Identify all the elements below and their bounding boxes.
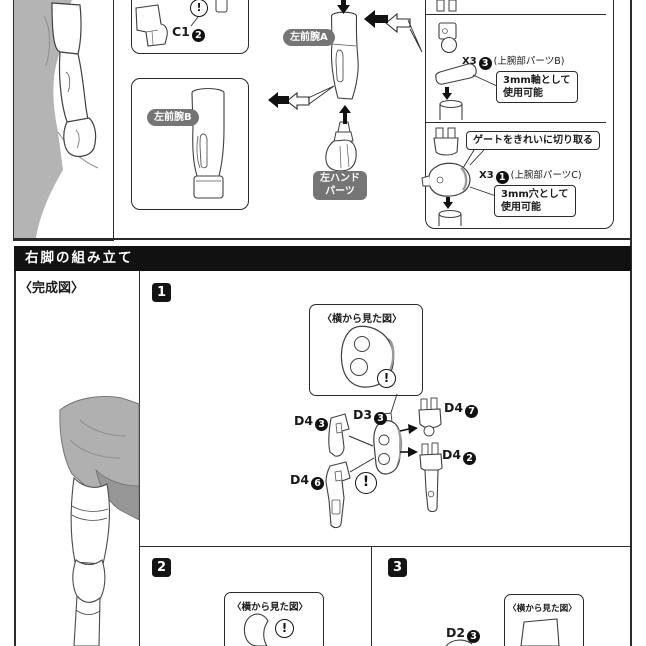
left-forearm-a-drawing [330,11,359,100]
part-code: D4 [290,472,310,487]
hole-note-callout: 3mm穴として 使用可能 [494,185,576,217]
step2-side-view-label: 〈横から見た図〉 [232,602,309,613]
part-number-circle: 3 [315,418,329,431]
completed-right-leg-drawing [59,396,140,646]
part-code: C1 [172,24,190,39]
hand-badge-line2: パーツ [325,185,355,197]
forearm-a-badge: 左前腕A [283,29,335,46]
shaft-note-callout: 3mm軸として 使用可能 [496,71,578,103]
assembly-arrows-top [268,0,423,124]
qty: X3 [462,56,477,67]
step-3-number: 3 [388,558,407,577]
bottom-section-left-border [14,271,16,646]
parts-box-divider-1 [425,14,606,16]
part-code: D2 [446,625,466,640]
top-section-bottom-border [13,238,632,240]
completed-arm-figure-box [13,0,114,241]
forearm-b-box [131,78,249,210]
part-name: (上腕部パーツB) [493,56,565,67]
part-number-circle: 3 [374,412,388,425]
note-line1: 3mm軸として [503,75,571,86]
part-number-circle: 1 [495,171,509,184]
part-code: D3 [353,407,373,422]
step1-side-view-label: 〈横から見た図〉 [322,314,402,325]
part-number-circle: 7 [465,405,479,418]
part-number-circle: 2 [191,29,205,42]
part-code: D4 [442,447,462,462]
part-number-circle: 3 [467,630,481,643]
part-code: D4 [294,413,314,428]
caution-icon-step1-parts: ! [355,472,377,494]
note-line2: 使用可能 [503,88,543,99]
completed-column-divider [139,271,141,646]
left-hand-drawing [325,121,357,172]
step3-side-view-label: 〈横から見た図〉 [508,604,577,614]
part-code: D4 [444,400,464,415]
gate-note-callout: ゲートをきれいに切り取る [466,131,600,150]
caution-icon-step1-sideview: ! [377,369,396,388]
part-name: (上腕部パーツC) [510,170,582,181]
completed-figure-label: 〈完成図〉 [19,281,85,296]
step2-side-view-box [224,592,324,646]
qty: X3 [479,170,494,181]
step1-bottom-divider [140,546,631,548]
part-number-circle: 6 [311,477,325,490]
note-line2: 使用可能 [501,202,541,213]
section-header-bar: 右脚の組み立て [14,246,631,271]
page-right-border [630,0,633,646]
parts-box-divider-2 [425,122,606,124]
section-title: 右脚の組み立て [25,250,134,266]
hand-parts-badge: 左ハンド パーツ [313,171,367,200]
caution-icon-step2: ! [275,619,294,638]
forearm-b-badge: 左前腕B [147,109,199,126]
caution-icon-c1: ! [190,0,208,17]
note-line1: 3mm穴として [501,189,569,200]
hand-badge-line1: 左ハンド [320,173,360,184]
part-number-circle: 2 [463,452,477,465]
part-number-circle: 3 [478,57,492,70]
step-1-number: 1 [152,283,171,302]
step-2-number: 2 [152,558,171,577]
step2-step3-divider [371,547,373,646]
